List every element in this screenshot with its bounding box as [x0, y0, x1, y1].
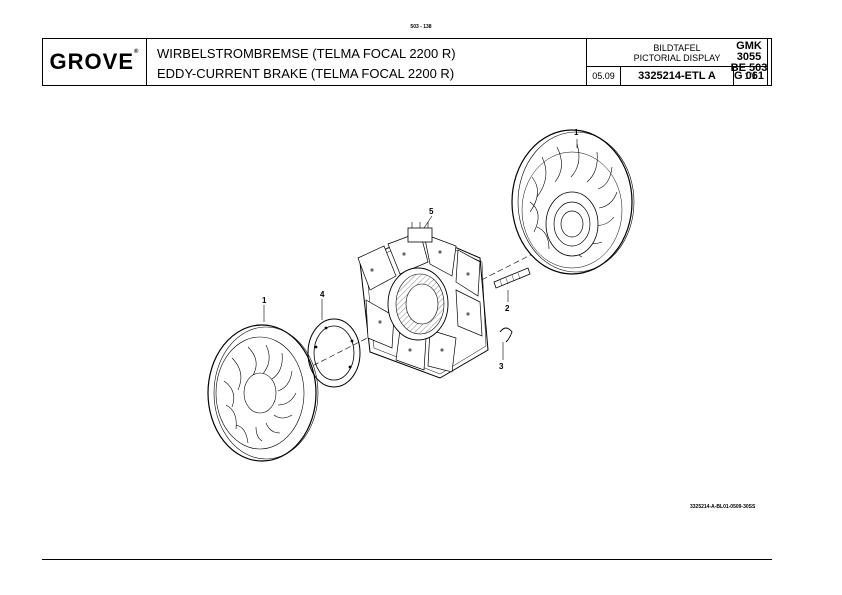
date: 05.09: [587, 67, 621, 85]
model-line-2: BE 503: [730, 62, 768, 74]
title-english: EDDY-CURRENT BRAKE (TELMA FOCAL 2200 R): [157, 66, 455, 81]
clip-part-3: [499, 327, 513, 343]
title-cell: WIRBELSTROMBREMSE (TELMA FOCAL 2200 R) E…: [147, 39, 587, 85]
page-number: 503 - 138: [410, 24, 432, 30]
sheet-number: 1/1: [734, 67, 768, 85]
display-german: BILDTAFEL: [653, 43, 701, 53]
callout-3: 3: [499, 362, 504, 371]
display-cell: BILDTAFEL PICTORIAL DISPLAY: [587, 39, 768, 67]
callout-1-top: 1: [574, 128, 579, 137]
callout-2: 2: [505, 304, 510, 313]
model-line-1: GMK 3055: [736, 40, 762, 63]
part-number: 3325214-ETL A: [621, 67, 734, 85]
display-english: PICTORIAL DISPLAY: [633, 53, 721, 63]
group-number: G 061: [734, 70, 764, 82]
callout-1-left: 1: [262, 296, 267, 305]
model-designation: GMK 3055 BE 503: [726, 41, 772, 74]
drawing-reference-code: 3325214-A-BL01-0509-30SS: [690, 504, 756, 510]
title-block: GROVE® WIRBELSTROMBREMSE (TELMA FOCAL 22…: [42, 38, 772, 86]
logo-cell: GROVE®: [43, 39, 147, 85]
rotor-left: [207, 324, 319, 462]
footer-rule: [42, 559, 772, 560]
stud-part-2: [493, 267, 531, 289]
rotor-right: [511, 129, 635, 275]
grove-logo: GROVE®: [49, 49, 140, 74]
stator-housing: [357, 222, 489, 379]
ring-part-4: [307, 318, 361, 388]
callout-5: 5: [429, 207, 434, 216]
callout-4: 4: [320, 290, 325, 299]
title-german: WIRBELSTROMBREMSE (TELMA FOCAL 2200 R): [157, 46, 456, 61]
